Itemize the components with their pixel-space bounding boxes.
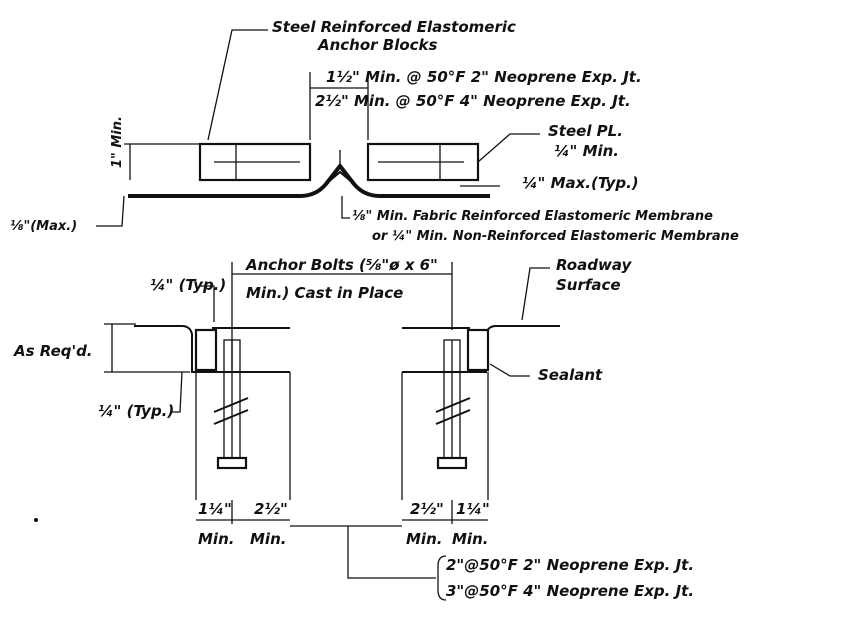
sealant-label: Sealant — [538, 366, 603, 384]
min-label-3: Min. — [406, 530, 442, 548]
anchor-blocks-label-line2: Anchor Blocks — [317, 36, 438, 54]
right-bolt-break-2 — [435, 409, 471, 425]
exp-joint-bracket — [437, 555, 447, 601]
left-bolt-break-2 — [213, 409, 249, 425]
anchor-bolts-label-line2: Min.) Cast in Place — [246, 284, 403, 302]
quarter-typ-bottom-leader — [170, 371, 183, 413]
top-detail: Steel Reinforced Elastomeric Anchor Bloc… — [10, 18, 739, 244]
exp-joint-2in-label: 2"@50°F 2" Neoprene Exp. Jt. — [446, 556, 694, 574]
roadway-label-line1: Roadway — [556, 256, 632, 274]
quarter-typ-top-label: ¼" (Typ.) — [150, 276, 226, 294]
eighth-max-label: ⅛"(Max.) — [10, 219, 77, 234]
steel-pl-leader — [477, 133, 540, 163]
steel-pl-label: Steel PL. — [548, 122, 623, 140]
stray-dot — [34, 518, 38, 522]
membrane-leader — [341, 196, 350, 219]
as-reqd-label: As Req'd. — [13, 342, 93, 360]
membrane-bump-inner — [325, 170, 355, 185]
right-bolt-nut — [436, 456, 468, 470]
min-label-1: Min. — [198, 530, 234, 548]
anchor-bolts-label-line1: Anchor Bolts (⅝"ø x 6" — [245, 256, 438, 274]
quarter-typ-bottom-label: ¼" (Typ.) — [98, 402, 174, 420]
right-angle-plate — [466, 328, 490, 372]
min-label-4: Min. — [452, 530, 488, 548]
membrane-label-line2: or ¼" Min. Non-Reinforced Elastomeric Me… — [372, 229, 739, 244]
gap-min-label-2: 2½" Min. @ 50°F 4" Neoprene Exp. Jt. — [315, 92, 631, 110]
gap-min-label-1: 1½" Min. @ 50°F 2" Neoprene Exp. Jt. — [326, 68, 642, 86]
dim-quarter-right-label: 1¼" — [456, 500, 490, 518]
dim-2half-left-label: 2½" — [254, 500, 288, 518]
sealant-leader — [489, 363, 530, 377]
membrane-label-line1: ⅛" Min. Fabric Reinforced Elastomeric Me… — [352, 209, 713, 224]
left-bolt-break-1 — [213, 397, 249, 413]
exp-joint-leader — [347, 526, 436, 579]
dim-quarter-left-label: 1¼" — [198, 500, 232, 518]
one-inch-min-label: 1" Min. — [110, 116, 125, 168]
roadway-label-line2: Surface — [556, 276, 621, 294]
roadway-leader — [521, 267, 550, 321]
eighth-max-leader — [96, 195, 125, 227]
left-angle-plate — [194, 328, 218, 372]
right-bolt-break-1 — [435, 397, 471, 413]
quarter-typ-top-leader — [200, 285, 215, 322]
anchor-blocks-label-line1: Steel Reinforced Elastomeric — [272, 18, 516, 36]
dim-2half-right-label: 2½" — [410, 500, 444, 518]
left-roadway-top — [134, 325, 290, 373]
quarter-max-label: ¼" Max.(Typ.) — [522, 174, 639, 192]
anchor-blocks-leader — [207, 29, 268, 141]
left-bolt-nut — [216, 456, 248, 470]
bottom-section: Anchor Bolts (⅝"ø x 6" Min.) Cast in Pla… — [13, 256, 694, 601]
min-label-2: Min. — [250, 530, 286, 548]
exp-joint-4in-label: 3"@50°F 4" Neoprene Exp. Jt. — [446, 582, 694, 600]
steel-pl-min-label: ¼" Min. — [554, 142, 619, 160]
